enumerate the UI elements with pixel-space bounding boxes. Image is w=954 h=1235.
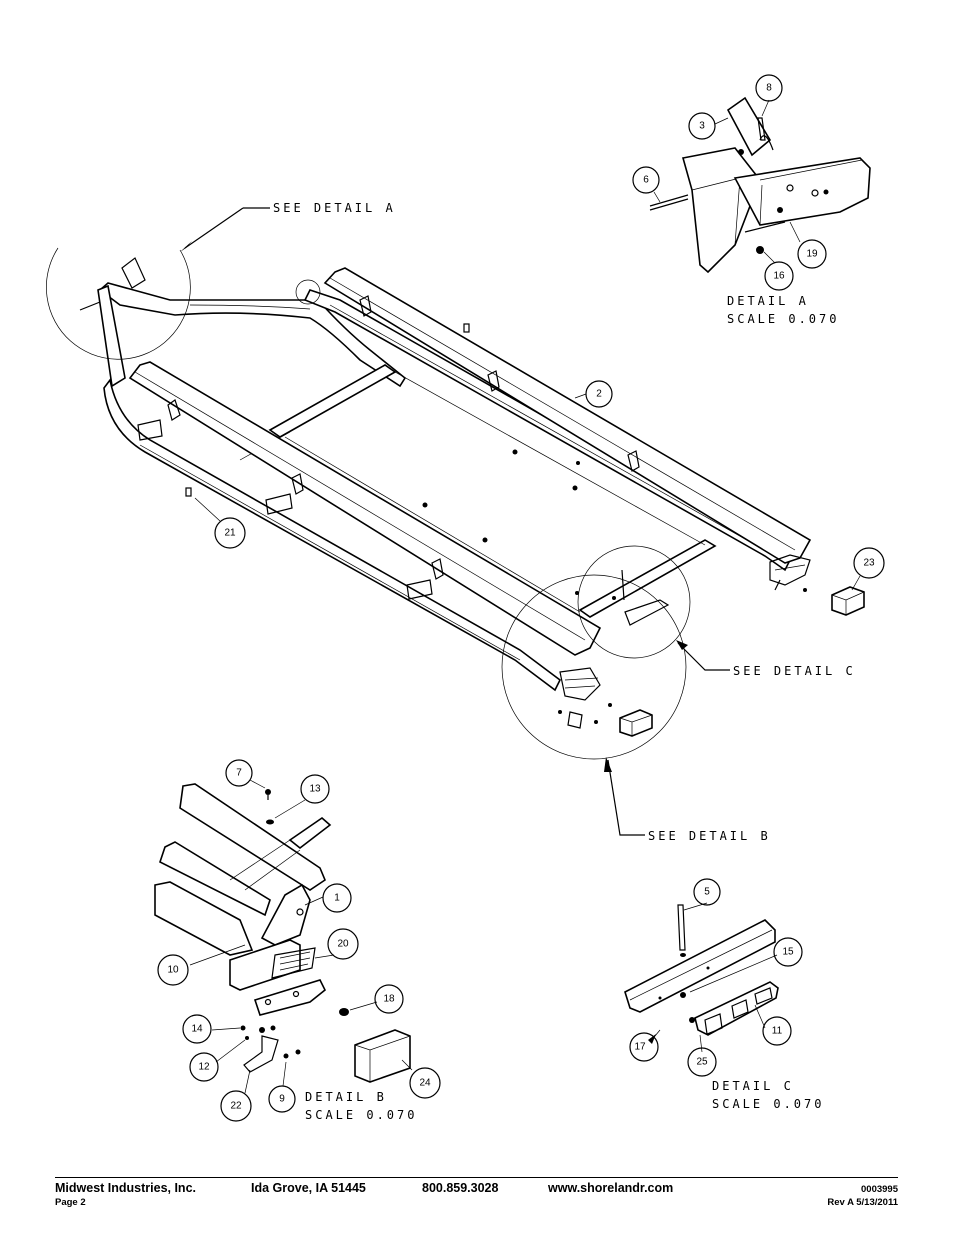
balloon-16: 16 bbox=[764, 261, 794, 291]
balloon-20: 20 bbox=[327, 928, 359, 960]
company-phone: 800.859.3028 bbox=[422, 1181, 499, 1195]
balloon-1: 1 bbox=[322, 883, 352, 913]
page-footer: Midwest Industries, Inc. Ida Grove, IA 5… bbox=[55, 1177, 898, 1211]
balloon-9: 9 bbox=[268, 1085, 296, 1113]
detail-b-callout: SEE DETAIL B bbox=[501, 574, 771, 843]
svg-text:12: 12 bbox=[198, 1062, 210, 1073]
balloon-7: 7 bbox=[225, 759, 253, 787]
detail-b-title: DETAIL B bbox=[305, 1090, 387, 1104]
detail-a-view: DETAIL A SCALE 0.070 bbox=[649, 96, 871, 326]
svg-text:7: 7 bbox=[236, 768, 242, 779]
balloon-11: 11 bbox=[762, 1016, 792, 1046]
detail-b-scale: SCALE 0.070 bbox=[305, 1108, 417, 1122]
revision-date: Rev A 5/13/2011 bbox=[827, 1197, 898, 1208]
svg-text:11: 11 bbox=[772, 1026, 783, 1037]
balloon-18: 18 bbox=[374, 984, 404, 1014]
balloon-5: 5 bbox=[693, 878, 721, 906]
detail-c-scale: SCALE 0.070 bbox=[712, 1097, 824, 1111]
svg-text:6: 6 bbox=[643, 175, 649, 186]
balloon-2: 2 bbox=[574, 380, 613, 408]
detail-b-view: DETAIL B SCALE 0.070 bbox=[154, 779, 417, 1122]
svg-text:22: 22 bbox=[230, 1101, 242, 1112]
svg-text:16: 16 bbox=[773, 271, 785, 282]
svg-text:2: 2 bbox=[596, 389, 602, 400]
balloon-13: 13 bbox=[300, 774, 330, 804]
svg-text:3: 3 bbox=[699, 121, 705, 132]
svg-text:13: 13 bbox=[309, 784, 321, 795]
detail-a-scale: SCALE 0.070 bbox=[727, 312, 839, 326]
svg-text:17: 17 bbox=[634, 1042, 646, 1053]
svg-text:15: 15 bbox=[782, 947, 794, 958]
svg-text:8: 8 bbox=[766, 83, 772, 94]
svg-text:20: 20 bbox=[337, 939, 349, 950]
see-detail-c-label: SEE DETAIL C bbox=[733, 664, 856, 678]
svg-text:1: 1 bbox=[334, 893, 340, 904]
svg-text:24: 24 bbox=[419, 1078, 431, 1089]
svg-text:10: 10 bbox=[167, 965, 179, 976]
svg-text:21: 21 bbox=[224, 528, 236, 539]
balloon-6: 6 bbox=[632, 166, 660, 194]
see-detail-b-label: SEE DETAIL B bbox=[648, 829, 771, 843]
balloon-23: 23 bbox=[851, 547, 885, 591]
svg-text:5: 5 bbox=[704, 887, 710, 898]
svg-text:18: 18 bbox=[383, 994, 395, 1005]
balloon-8: 8 bbox=[755, 74, 783, 102]
detail-c-callout: SEE DETAIL C bbox=[577, 545, 856, 678]
balloon-15: 15 bbox=[773, 937, 803, 967]
balloon-21: 21 bbox=[194, 497, 246, 549]
balloon-25: 25 bbox=[687, 1047, 717, 1077]
detail-a-callout: SEE DETAIL A bbox=[46, 201, 396, 360]
svg-text:14: 14 bbox=[191, 1024, 203, 1035]
svg-text:23: 23 bbox=[863, 558, 875, 569]
exploded-parts-diagram: SEE DETAIL A SEE DETAIL C SEE DETAIL B bbox=[46, 74, 885, 1122]
detail-c-title: DETAIL C bbox=[712, 1079, 794, 1093]
trailer-frame bbox=[79, 257, 865, 737]
balloon-14: 14 bbox=[182, 1014, 212, 1044]
balloon-24: 24 bbox=[409, 1067, 441, 1099]
detail-a-title: DETAIL A bbox=[727, 294, 809, 308]
company-website: www.shorelandr.com bbox=[548, 1181, 674, 1195]
balloon-12: 12 bbox=[189, 1052, 219, 1082]
balloon-17: 17 bbox=[629, 1032, 659, 1062]
balloon-19: 19 bbox=[797, 239, 827, 269]
see-detail-a-label: SEE DETAIL A bbox=[273, 201, 396, 215]
svg-text:19: 19 bbox=[806, 249, 818, 260]
balloon-22: 22 bbox=[220, 1090, 252, 1122]
svg-text:25: 25 bbox=[696, 1057, 708, 1068]
svg-text:9: 9 bbox=[279, 1094, 285, 1105]
document-number: 0003995 bbox=[861, 1184, 898, 1195]
balloon-3: 3 bbox=[688, 112, 716, 140]
balloon-10: 10 bbox=[157, 954, 189, 986]
company-name: Midwest Industries, Inc. bbox=[55, 1181, 196, 1195]
detail-c-view: DETAIL C SCALE 0.070 bbox=[624, 902, 824, 1111]
company-location: Ida Grove, IA 51445 bbox=[251, 1181, 366, 1195]
page-number: Page 2 bbox=[55, 1197, 86, 1208]
